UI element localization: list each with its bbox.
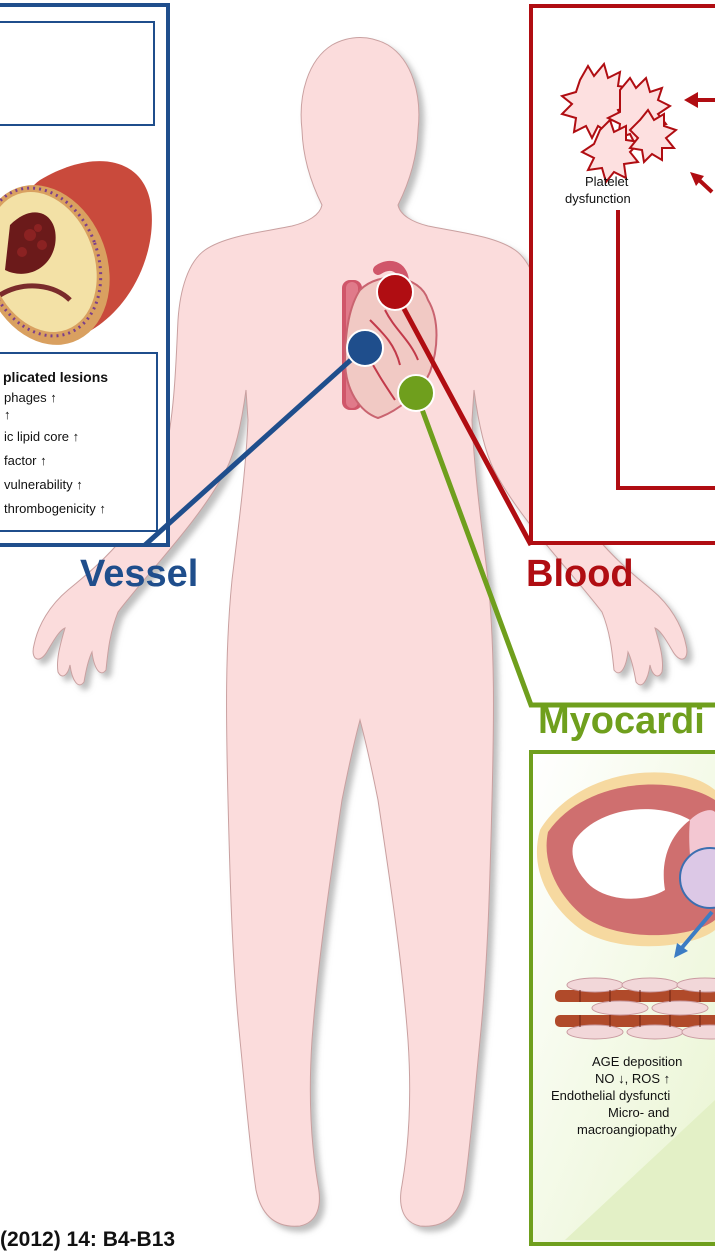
vessel-dot <box>347 330 383 366</box>
lesion-item: vulnerability ↑ <box>4 476 83 493</box>
myocardium-item: Endothelial dysfuncti <box>551 1087 670 1104</box>
lesion-item: phages ↑ <box>4 389 57 406</box>
citation: (2012) 14: B4-B13 <box>0 1228 175 1252</box>
myocardium-item: AGE deposition <box>592 1053 682 1070</box>
platelet-label: dysfunction <box>565 190 631 207</box>
myocardium-item: Micro- and <box>608 1104 669 1121</box>
myocardium-item: NO ↓, ROS ↑ <box>595 1070 670 1087</box>
myocardium-dot <box>398 375 434 411</box>
myocardium-title: Myocardi <box>538 700 705 743</box>
lesion-item: ic lipid core ↑ <box>4 428 79 445</box>
lesion-item: ↑ <box>4 406 11 423</box>
vessel-title: Vessel <box>80 553 198 596</box>
lesion-item: factor ↑ <box>4 452 47 469</box>
myocardium-item: macroangiopathy <box>577 1121 677 1138</box>
lesions-header: plicated lesions <box>3 369 108 385</box>
vessel-inner-box <box>0 22 154 125</box>
blood-title: Blood <box>526 553 634 596</box>
lesion-item: thrombogenicity ↑ <box>4 500 106 517</box>
platelet-label: Platelet <box>585 173 628 190</box>
blood-dot <box>377 274 413 310</box>
